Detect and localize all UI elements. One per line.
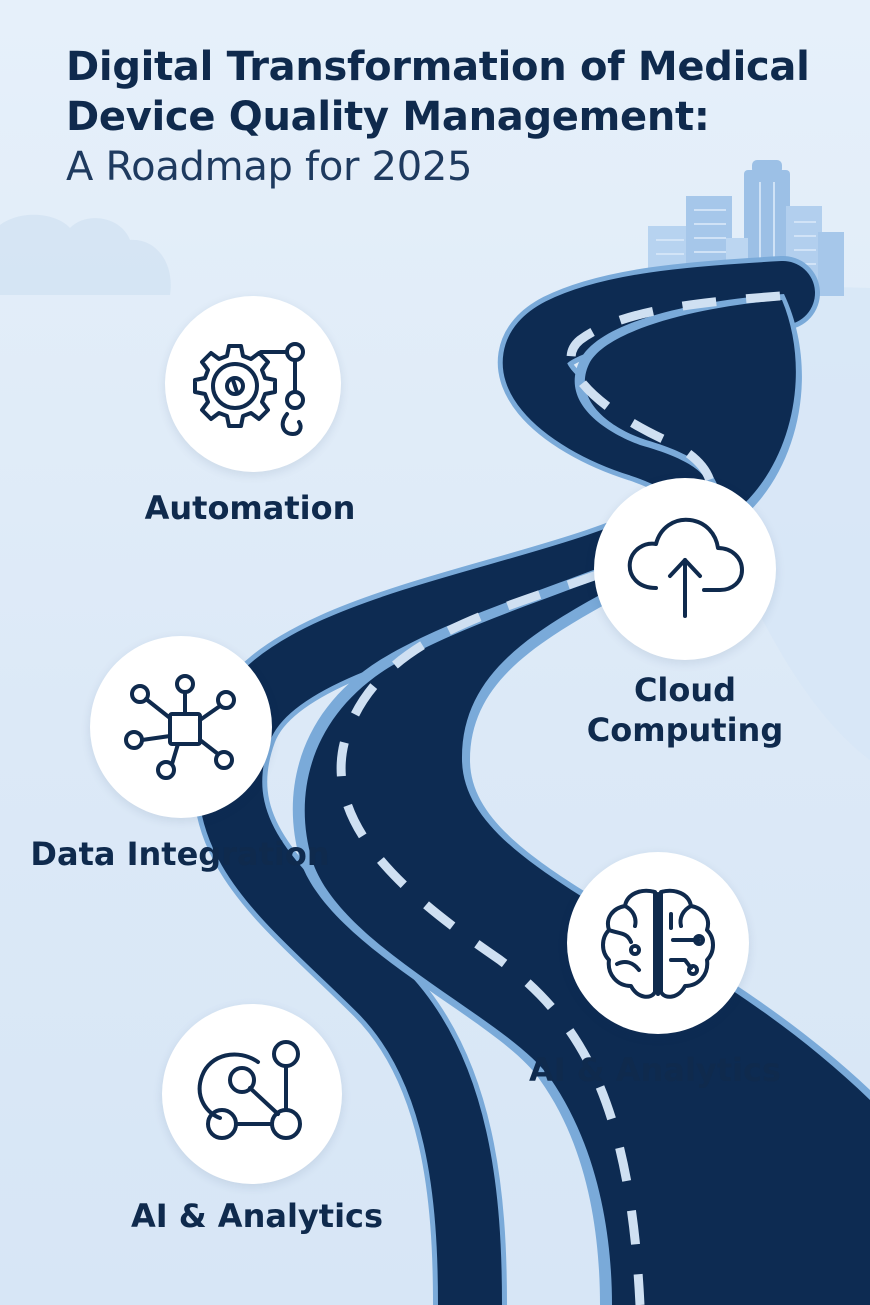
milestone-badge-ai-analytics-nodes [162,1004,342,1184]
winding-road [193,256,870,1305]
milestone-badge-automation [165,296,341,472]
left-cloud-shape [0,214,171,295]
title-line-2: Device Quality Management: [66,94,710,140]
road-lane-markings [336,291,781,1305]
cloud-label-line-1: Cloud [633,671,737,709]
gear-robotic-arm-icon [193,342,305,436]
milestone-label-data-integration: Data Integration [30,835,330,873]
road-surface-wide [304,300,870,1305]
milestone-label-ai-analytics-2: AI & Analytics [130,1197,384,1235]
milestone-badge-data-integration [90,636,272,818]
milestone-label-ai-analytics-1: AI & Analytics [528,1051,782,1089]
brain-circuit-icon [601,888,715,999]
page-subtitle: A Roadmap for 2025 [66,144,473,190]
cloud-upload-icon [627,517,744,618]
title-line-1: Digital Transformation of Medical [66,44,810,90]
page-title: Digital Transformation of Medical Device… [66,42,856,192]
network-chip-icon [124,674,236,780]
road-surface [198,261,815,1305]
milestone-badge-cloud-computing [594,478,776,660]
milestone-label-cloud-computing: Cloud Computing [560,670,810,750]
cloud-label-line-2: Computing [586,711,784,749]
connected-nodes-icon [197,1040,302,1140]
milestone-badge-ai-analytics-brain [567,852,749,1034]
milestone-label-automation: Automation [144,489,356,527]
